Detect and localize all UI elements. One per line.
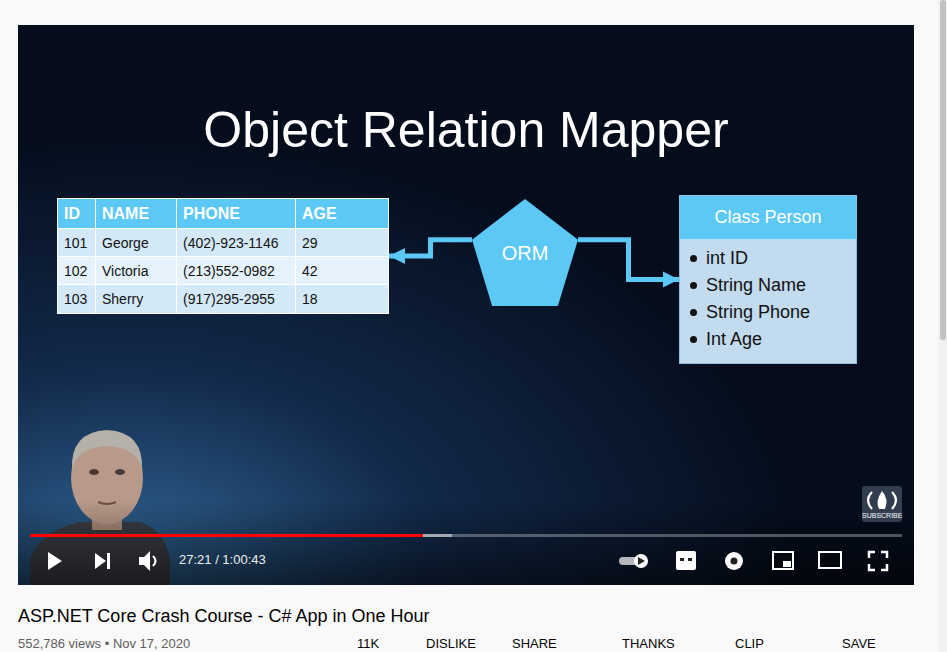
table-cell: 102 [58,263,87,279]
view-count: 552,786 views • Nov 17, 2020 [18,637,190,651]
action-button: THANKS [622,637,675,651]
class-field: Int Age [706,329,762,349]
progress-bar [30,534,902,537]
table-cell: (402)-923-1146 [177,235,278,251]
table-cell: 18 [296,291,318,307]
player-controls [48,551,887,571]
action-button: DISLIKE [426,637,476,651]
class-field-row: String Name [706,272,850,299]
pentagon-text-holder: ORM [485,242,566,265]
table-cell: Victoria [96,263,148,279]
table-cell: 29 [296,235,318,251]
table-cell: 101 [58,235,87,251]
action-button: SHARE [512,637,557,651]
orm-pentagon: ORM [472,199,578,306]
table-cell: Sherry [96,291,143,307]
bullet-dot [690,255,697,262]
class-body: int ID String NameString PhoneInt Age [680,239,856,363]
data-table: ID NAME PHONE AGE 101 George (402)-923-1146 29 1… [57,198,389,314]
video-timestamp: 27:21 / 1:00:43 [179,553,266,567]
diagram-title: Object Relation Mapper [18,98,914,162]
table-cell: 42 [296,263,318,279]
orm-connector [578,240,679,280]
bullet-dot [690,336,697,343]
table-header-cell: AGE [296,205,337,223]
bullet-dot [690,282,697,289]
bullet-dot [690,309,697,316]
table-header-cell: PHONE [177,205,240,223]
pentagon-outline [472,199,578,306]
table-header-cell: NAME [96,205,149,223]
watermark: SUBSCRIBE [862,512,902,520]
node-label: ORM [485,242,566,265]
table-cell: George [96,235,149,251]
scrollbar [938,0,947,652]
class-field-row: String Phone [706,299,850,326]
table-cell: 103 [58,291,87,307]
action-button: 11K [357,637,379,651]
table-cell: (917)295-2955 [177,291,275,307]
freecodecamp-logo [862,486,902,522]
class-box: Class Person int ID String NameString Phon… [679,195,857,364]
video-frame [18,25,914,585]
class-field: String Name [706,275,806,295]
class-header: Class Person [680,196,856,239]
action-button: SAVE [842,637,876,651]
table-cell: (213)552-0982 [177,263,275,279]
class-field-row: Int Age [706,326,850,353]
action-button: CLIP [735,637,764,651]
table-header-cell: ID [58,205,80,223]
class-field: String Phone [706,302,810,322]
controls-shade [18,500,914,585]
class-field: int ID [706,248,748,268]
class-name: Class Person [686,207,850,228]
class-field-row: int ID [706,245,850,272]
video-title: ASP.NET Core Crash Course - C# App in On… [18,607,430,626]
orm-connector [389,240,472,256]
